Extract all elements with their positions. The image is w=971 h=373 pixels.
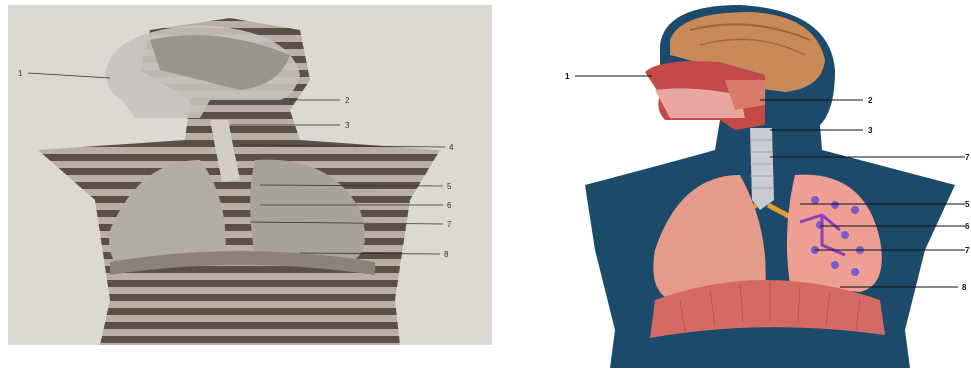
left-label-8: 8 <box>444 250 449 259</box>
right-label-5: 5 <box>965 200 970 209</box>
left-diagram-svg: 1 2 3 4 5 6 7 8 <box>0 0 500 368</box>
right-label-6: 6 <box>965 222 970 231</box>
left-label-4: 4 <box>449 143 454 152</box>
left-label-7: 7 <box>447 220 452 229</box>
right-diagram: 1 2 3 7 5 6 7 8 <box>560 0 971 368</box>
left-label-5: 5 <box>447 182 452 191</box>
left-label-3: 3 <box>345 121 350 130</box>
right-label-1: 1 <box>565 72 570 81</box>
right-label-8: 8 <box>962 283 967 292</box>
left-label-2: 2 <box>345 96 350 105</box>
left-diagram: 1 2 3 4 5 6 7 8 <box>0 0 500 368</box>
right-label-2: 2 <box>868 96 873 105</box>
left-label-1: 1 <box>18 69 23 78</box>
right-label-7: 7 <box>965 246 970 255</box>
right-label-4: 7 <box>965 153 970 162</box>
right-label-3: 3 <box>868 126 873 135</box>
left-label-6: 6 <box>447 201 452 210</box>
right-diagram-svg: 1 2 3 7 5 6 7 8 <box>560 0 971 368</box>
